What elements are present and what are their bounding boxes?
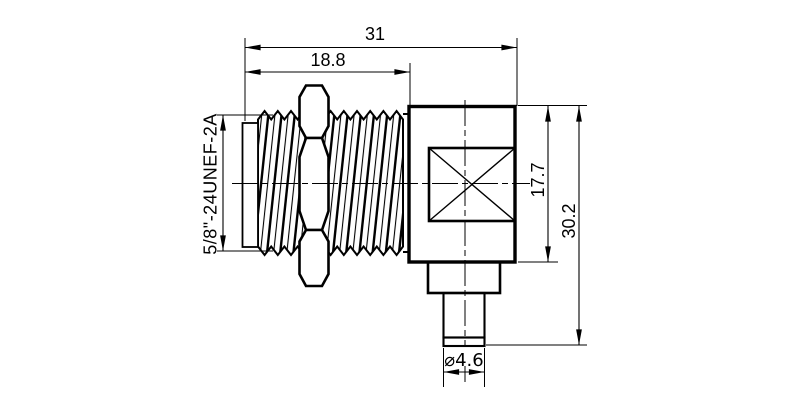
knurl-sleeve [442, 291, 486, 339]
dim-body-height: 17.7 [528, 106, 551, 262]
dim-thread-length: 18.8 [245, 50, 410, 75]
dim-body-height-label: 17.7 [528, 162, 548, 197]
dim-thread-spec-label: 5/8"-24UNEF-2A [201, 113, 221, 254]
dim-overall-length-label: 31 [365, 24, 385, 44]
dim-overall-height: 30.2 [559, 106, 582, 345]
hex-lobe-bottom [298, 228, 330, 288]
cavity-x-box [427, 146, 517, 223]
dim-cable-entry-diameter: ⌀4.6 [443, 350, 485, 375]
connector-views [232, 84, 530, 382]
front-face [241, 122, 259, 248]
dim-cable-entry-diameter-label: ⌀4.6 [444, 350, 483, 371]
hex-nut [298, 84, 330, 288]
hex-lobe-top [298, 84, 330, 140]
dim-overall-length: 31 [245, 24, 517, 51]
dim-thread-spec: 5/8"-24UNEF-2A [201, 113, 226, 255]
dimensions: 31 18.8 5/8"-24UNEF-2A 17.7 30.2 ⌀4.6 [201, 24, 587, 387]
extension-lines [217, 38, 587, 387]
entry-step [426, 260, 502, 295]
cavity-diagonals [428, 147, 516, 222]
dim-thread-length-label: 18.8 [310, 50, 345, 70]
cable-entry [426, 260, 502, 348]
dim-overall-height-label: 30.2 [559, 203, 579, 238]
cavity-outline [427, 146, 517, 223]
connector-body [407, 104, 517, 264]
entry-tip-band [442, 336, 486, 348]
